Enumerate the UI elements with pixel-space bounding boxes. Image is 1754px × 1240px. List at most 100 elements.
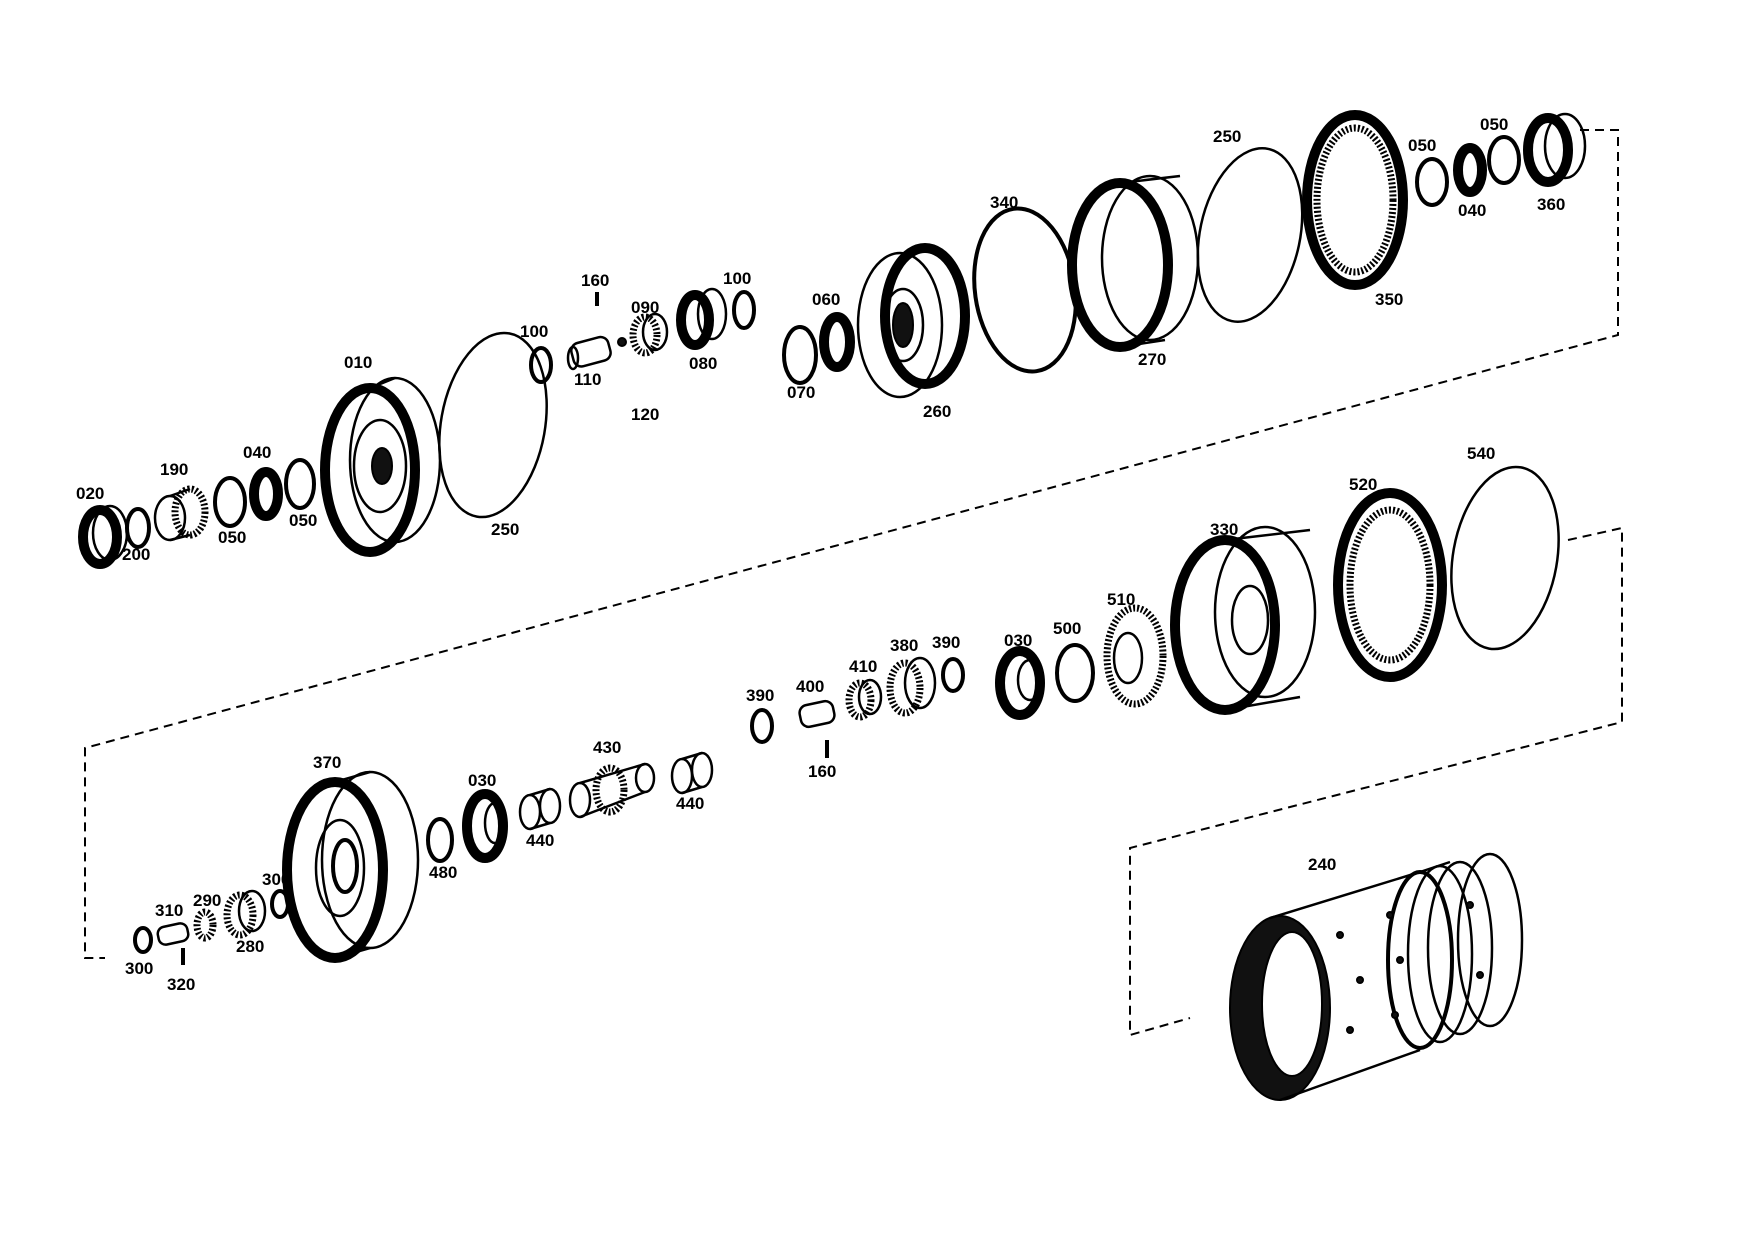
label-330: 330 xyxy=(1210,520,1238,539)
part-200[interactable] xyxy=(125,507,151,549)
part-040a[interactable] xyxy=(249,467,283,521)
label-070: 070 xyxy=(787,383,815,402)
part-050a[interactable] xyxy=(213,476,247,528)
part-500[interactable] xyxy=(1055,643,1095,703)
label-060: 060 xyxy=(812,290,840,309)
label-320: 320 xyxy=(167,975,195,994)
label-110: 110 xyxy=(574,370,601,389)
part-100b[interactable] xyxy=(732,290,756,330)
part-250b[interactable] xyxy=(1183,139,1317,332)
label-100-b: 100 xyxy=(723,269,751,288)
part-350[interactable] xyxy=(1302,110,1408,290)
part-440b[interactable] xyxy=(670,751,714,795)
part-520[interactable] xyxy=(1333,488,1447,682)
label-010: 010 xyxy=(344,353,372,372)
part-430[interactable] xyxy=(568,762,656,819)
part-360[interactable] xyxy=(1523,112,1587,187)
label-050-c: 050 xyxy=(1408,136,1436,155)
label-160-b: 160 xyxy=(808,762,836,781)
part-310[interactable] xyxy=(156,922,190,946)
assembly-dashed-lines xyxy=(84,129,1623,1037)
part-090[interactable] xyxy=(629,312,669,357)
label-300-a: 300 xyxy=(125,959,153,978)
part-010[interactable] xyxy=(320,376,442,557)
label-270: 270 xyxy=(1138,350,1166,369)
part-300a[interactable] xyxy=(133,926,153,954)
part-260[interactable] xyxy=(856,243,970,399)
label-030-a: 030 xyxy=(1004,631,1032,650)
part-070[interactable] xyxy=(782,325,818,385)
label-300-b: 300 xyxy=(262,870,290,889)
label-480: 480 xyxy=(429,863,457,882)
label-380: 380 xyxy=(890,636,918,655)
part-280[interactable] xyxy=(223,889,267,939)
label-050-a: 050 xyxy=(218,528,246,547)
part-380[interactable] xyxy=(886,656,937,717)
part-050b[interactable] xyxy=(284,458,316,510)
part-250a[interactable] xyxy=(426,324,561,525)
label-020: 020 xyxy=(76,484,104,503)
label-190: 190 xyxy=(160,460,188,479)
label-430: 430 xyxy=(593,738,621,757)
part-290[interactable] xyxy=(193,908,217,942)
part-050c[interactable] xyxy=(1415,157,1449,207)
label-250-b: 250 xyxy=(1213,127,1241,146)
part-080[interactable] xyxy=(676,287,728,350)
label-260: 260 xyxy=(923,402,951,421)
part-270[interactable] xyxy=(1067,174,1200,352)
label-540: 540 xyxy=(1467,444,1495,463)
part-100a[interactable] xyxy=(529,346,553,384)
label-160-a: 160 xyxy=(581,271,609,290)
part-120[interactable] xyxy=(617,337,627,347)
label-040-a: 040 xyxy=(243,443,271,462)
label-030-b: 030 xyxy=(468,771,496,790)
label-280: 280 xyxy=(236,937,264,956)
label-360: 360 xyxy=(1537,195,1565,214)
part-240[interactable] xyxy=(1229,852,1524,1102)
label-050-b: 050 xyxy=(289,511,317,530)
part-330[interactable] xyxy=(1170,525,1317,715)
label-350: 350 xyxy=(1375,290,1403,309)
part-040b[interactable] xyxy=(1453,143,1487,197)
label-340: 340 xyxy=(990,193,1018,212)
label-440-b: 440 xyxy=(676,794,704,813)
part-410[interactable] xyxy=(845,678,883,721)
part-390a[interactable] xyxy=(750,708,774,744)
part-440a[interactable] xyxy=(518,787,562,831)
part-400[interactable] xyxy=(798,699,836,729)
part-480[interactable] xyxy=(426,817,454,863)
part-390b[interactable] xyxy=(941,657,965,693)
label-510: 510 xyxy=(1107,590,1135,609)
label-120: 120 xyxy=(631,405,659,424)
label-440-a: 440 xyxy=(526,831,554,850)
label-250-a: 250 xyxy=(491,520,519,539)
part-510[interactable] xyxy=(1103,604,1167,708)
label-090: 090 xyxy=(631,298,659,317)
label-310: 310 xyxy=(155,901,183,920)
part-190[interactable] xyxy=(153,485,209,542)
label-500: 500 xyxy=(1053,619,1081,638)
label-100-a: 100 xyxy=(520,322,548,341)
part-540[interactable] xyxy=(1438,458,1572,657)
label-040-b: 040 xyxy=(1458,201,1486,220)
label-290: 290 xyxy=(193,891,221,910)
part-340[interactable] xyxy=(964,202,1086,378)
label-390-b: 390 xyxy=(932,633,960,652)
label-410: 410 xyxy=(849,657,877,676)
part-050d[interactable] xyxy=(1487,135,1521,185)
part-060[interactable] xyxy=(819,312,855,372)
label-240: 240 xyxy=(1308,855,1336,874)
part-110[interactable] xyxy=(566,335,612,371)
label-400: 400 xyxy=(796,677,824,696)
part-labels: 020 200 190 050 040 050 010 250 100 110 … xyxy=(76,115,1565,994)
label-200: 200 xyxy=(122,545,150,564)
part-030b[interactable] xyxy=(462,789,508,863)
label-050-d: 050 xyxy=(1480,115,1508,134)
part-030a[interactable] xyxy=(995,646,1045,720)
part-020[interactable] xyxy=(78,504,129,569)
label-370: 370 xyxy=(313,753,341,772)
label-390-a: 390 xyxy=(746,686,774,705)
label-080: 080 xyxy=(689,354,717,373)
part-370[interactable] xyxy=(282,770,420,963)
